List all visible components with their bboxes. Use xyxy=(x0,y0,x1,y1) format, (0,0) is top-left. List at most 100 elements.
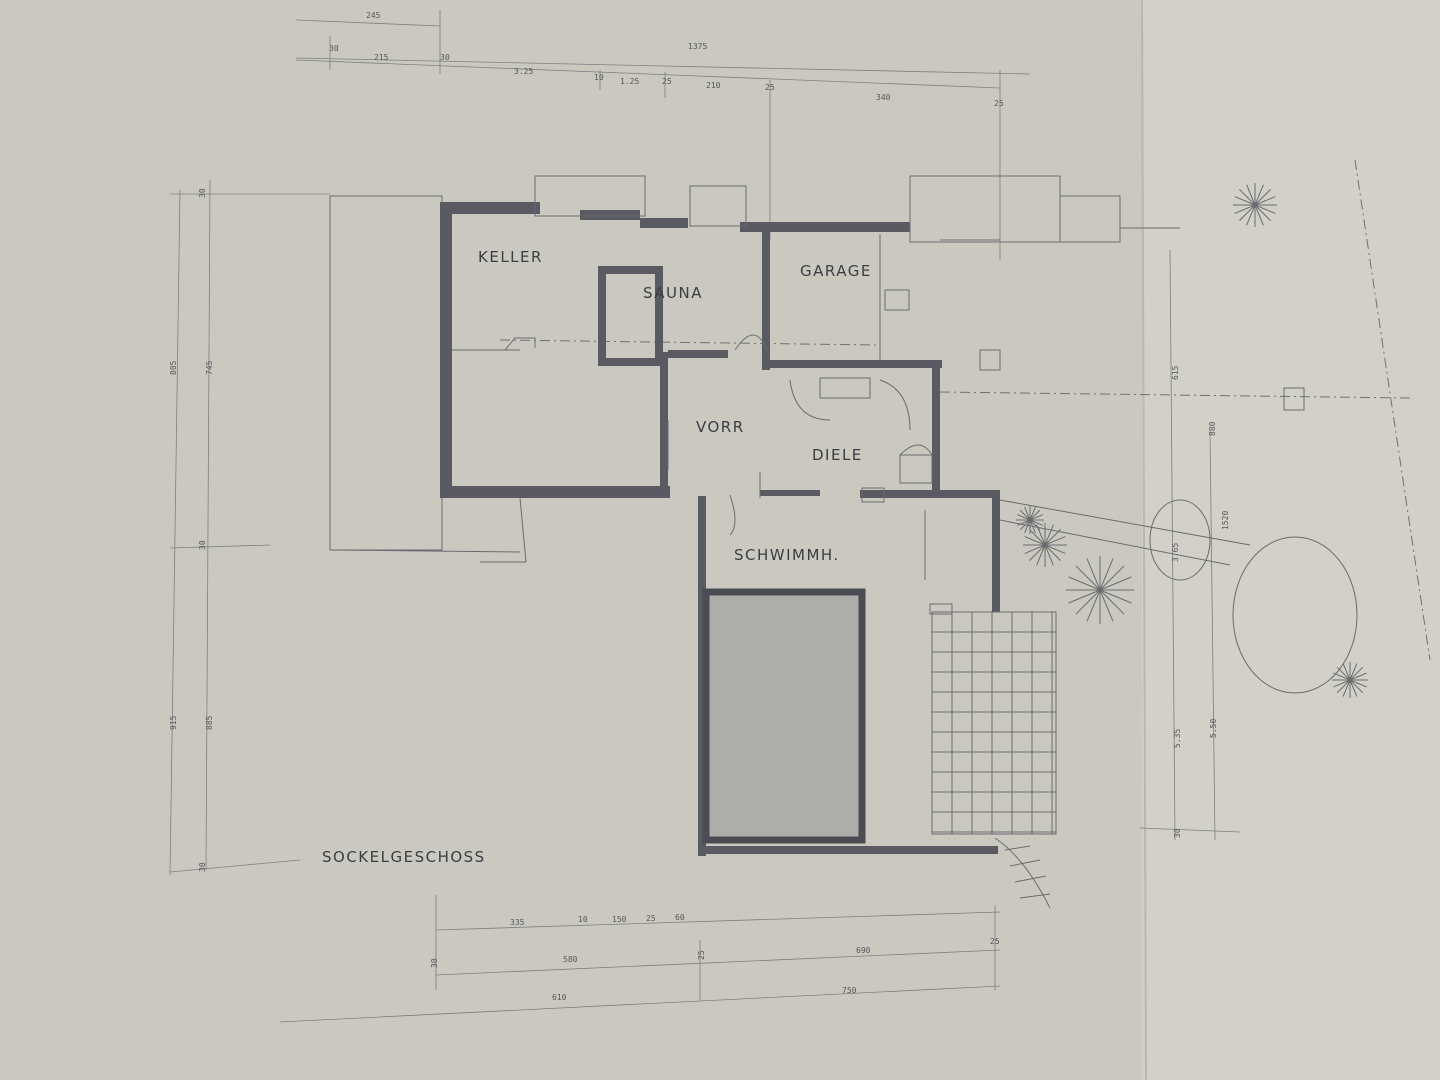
shrub-stroke xyxy=(1029,544,1046,561)
dim-right-2: 1520 xyxy=(1221,511,1230,530)
dim-bottom-6: 30 xyxy=(430,958,439,968)
dim-right-6: 5.50 xyxy=(1209,719,1218,738)
right-dimensions: 615 1520 880 3.65 5.35 5.50 30 xyxy=(1139,249,1241,841)
dim-bottom-1: 335 xyxy=(510,918,525,927)
dim-right-3: 880 xyxy=(1208,421,1217,436)
shrub-stroke xyxy=(1075,589,1101,615)
dim-bottom-12: 750 xyxy=(842,986,857,995)
shrub-stroke xyxy=(1234,196,1256,206)
shrub-stroke xyxy=(1239,189,1256,206)
shrub-stroke xyxy=(1336,666,1351,681)
shrub-stroke xyxy=(1024,519,1031,534)
paper-right xyxy=(1142,0,1440,1080)
interior-details xyxy=(452,334,953,615)
shrub-stroke xyxy=(1019,509,1031,521)
shrub-stroke xyxy=(1086,558,1101,591)
exterior-stairs xyxy=(994,837,1051,909)
tiled-terrace xyxy=(931,611,1057,835)
dim-top-11: 25 xyxy=(994,99,1004,108)
shrub-stroke xyxy=(1068,576,1101,591)
dim-bottom-7: 580 xyxy=(563,955,578,964)
dim-right-5: 5.35 xyxy=(1173,729,1182,748)
shrub-stroke xyxy=(1036,544,1046,566)
garden-pond xyxy=(1232,536,1358,694)
shrub-stroke xyxy=(1029,519,1044,526)
dim-left-5: 30 xyxy=(198,862,207,872)
dim-top-1: 30 xyxy=(329,44,339,53)
dim-bottom-2: 10 xyxy=(578,915,588,924)
dim-top-8: 210 xyxy=(706,81,721,90)
drawing-title: SOCKELGESCHOSS xyxy=(322,848,486,866)
dim-bottom-4: 25 xyxy=(646,914,656,923)
shrub-stroke xyxy=(1349,666,1364,681)
dim-right-1: 615 xyxy=(1171,365,1180,380)
shrub-stroke xyxy=(1029,519,1036,534)
shrub-stroke xyxy=(1254,204,1276,214)
shrub-stroke xyxy=(1342,663,1351,681)
dim-left-overall-upper: 805 xyxy=(169,360,178,375)
dim-bottom-11: 610 xyxy=(552,993,567,1002)
shrub-stroke xyxy=(1349,672,1367,681)
dim-bottom-5: 60 xyxy=(675,913,685,922)
shrub-stroke xyxy=(1044,529,1061,546)
shrub-stroke xyxy=(1254,184,1264,206)
exterior-walls xyxy=(440,202,1000,856)
shrub-stroke xyxy=(1068,589,1101,604)
shrub-stroke xyxy=(1016,519,1031,526)
shrub-stroke xyxy=(1336,679,1351,694)
shrub-stroke xyxy=(1044,524,1054,546)
pool xyxy=(702,588,866,844)
paper-fold xyxy=(1141,0,1147,1080)
shrub-stroke xyxy=(1333,672,1351,681)
axis-marker xyxy=(1283,387,1305,411)
shrub-stroke xyxy=(1333,679,1351,688)
shrub-stroke xyxy=(1349,663,1358,681)
shrub-stroke xyxy=(1029,506,1036,521)
shrubs xyxy=(1016,183,1368,698)
dim-top-overall-short: 245 xyxy=(366,11,381,20)
shrub-stroke xyxy=(1024,536,1046,546)
shrub-stroke xyxy=(1019,519,1031,531)
shrub-stroke xyxy=(1086,589,1101,622)
shrub-stroke xyxy=(1099,589,1114,622)
property-line xyxy=(1354,159,1431,661)
dim-left-3: 30 xyxy=(198,540,207,550)
dim-bottom-10: 25 xyxy=(990,937,1000,946)
shrub-stroke xyxy=(1349,679,1364,694)
shrub-stroke xyxy=(1099,589,1125,615)
room-label-diele: DIELE xyxy=(812,446,863,464)
shrub-stroke xyxy=(1234,204,1256,214)
dim-left-2: 745 xyxy=(205,360,214,375)
axis-line-keller xyxy=(499,339,881,346)
dim-top-5: 10 xyxy=(594,73,604,82)
shrub-stroke xyxy=(1075,565,1101,591)
shrub-stroke xyxy=(1349,679,1358,697)
dim-top-4: 3.25 xyxy=(514,67,533,76)
shrub-stroke xyxy=(1029,509,1041,521)
shrub-stroke xyxy=(1246,204,1256,226)
room-label-sauna: SAUNA xyxy=(643,284,703,302)
shrub-stroke xyxy=(1029,514,1044,521)
shrub-stroke xyxy=(1246,184,1256,206)
shrub-stroke xyxy=(1254,204,1271,221)
shrub-stroke xyxy=(1044,536,1066,546)
shrub-stroke xyxy=(1254,196,1276,206)
dim-left-1: 30 xyxy=(198,188,207,198)
dim-bottom-8: 25 xyxy=(697,950,706,960)
room-label-vorr: VORR xyxy=(696,418,745,436)
top-dimensions: 245 1375 30 215 30 3.25 10 1.25 25 210 2… xyxy=(295,10,1031,260)
shrub-stroke xyxy=(1044,544,1066,554)
shrub-stroke xyxy=(1349,679,1367,688)
shrub-stroke xyxy=(1029,529,1046,546)
shrub-stroke xyxy=(1239,204,1256,221)
dim-top-7: 25 xyxy=(662,77,672,86)
dim-right-4: 3.65 xyxy=(1171,543,1180,562)
bottom-dimensions: 335 10 150 25 60 30 580 25 690 25 610 75… xyxy=(279,895,1001,1023)
shrub-stroke xyxy=(1099,576,1132,591)
shrub-stroke xyxy=(1029,519,1041,531)
shrub-stroke xyxy=(1099,589,1132,604)
paper-left xyxy=(0,0,1142,1080)
dim-bottom-3: 150 xyxy=(612,915,627,924)
dim-top-6: 1.25 xyxy=(620,77,639,86)
